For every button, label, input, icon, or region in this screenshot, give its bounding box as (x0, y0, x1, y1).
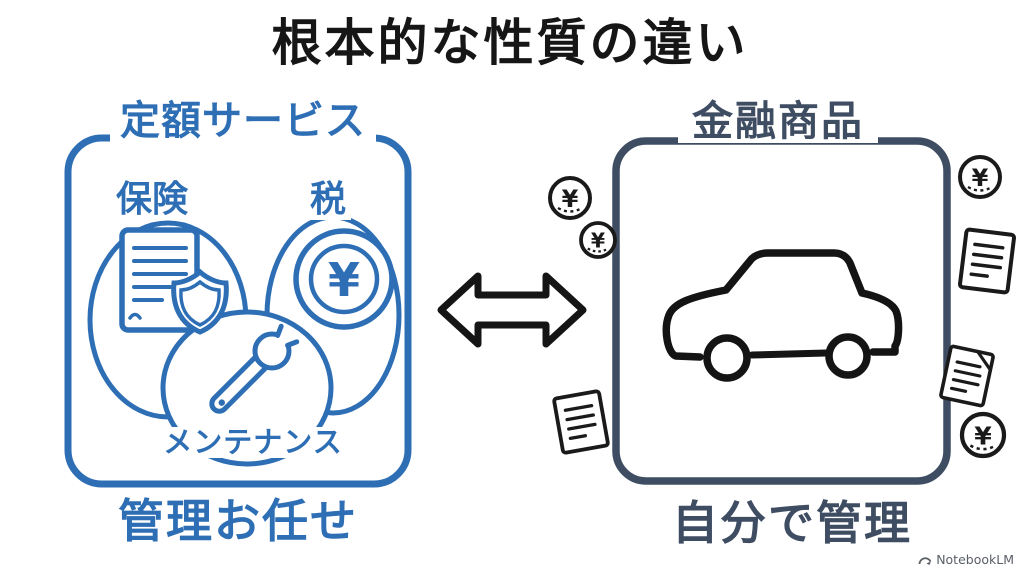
subscription-caption: 管理お任せ (118, 494, 358, 548)
yen-symbol: ¥ (972, 164, 989, 192)
coin-icon-bottom-right: ¥ (959, 411, 1007, 459)
shield-icon (171, 268, 229, 335)
yen-symbol: ¥ (562, 185, 579, 213)
car-icon (662, 249, 903, 382)
watermark-brand: NotebookLM (936, 552, 1014, 567)
document-icon-right-lower (939, 344, 995, 408)
notebooklm-logo-icon (918, 556, 932, 565)
financial-box-label: 金融商品 (678, 99, 878, 143)
maintenance-label: メンテナンス (155, 426, 351, 459)
coin-icon-top-left-2: ¥ (579, 221, 617, 259)
double-arrow-icon (437, 272, 587, 348)
watermark: NotebookLM (918, 552, 1014, 567)
coin-icon-top-right: ¥ (958, 155, 1002, 199)
yen-symbol: ¥ (591, 229, 605, 253)
yen-symbol: ¥ (328, 253, 360, 307)
insurance-label: 保険 (110, 180, 194, 220)
financial-caption: 自分で管理 (672, 496, 912, 550)
page-title: 根本的な性質の違い (271, 14, 749, 72)
subscription-box-label: 定額サービス (110, 99, 376, 144)
coin-icon-top-left-1: ¥ (548, 176, 592, 220)
document-icon-bottom-left (552, 389, 610, 455)
tax-label: 税 (304, 180, 352, 220)
yen-coin-icon-tax: ¥ (293, 228, 395, 330)
document-icon-right-upper (957, 227, 1017, 295)
wrench-icon (209, 323, 300, 414)
yen-symbol: ¥ (974, 421, 992, 450)
